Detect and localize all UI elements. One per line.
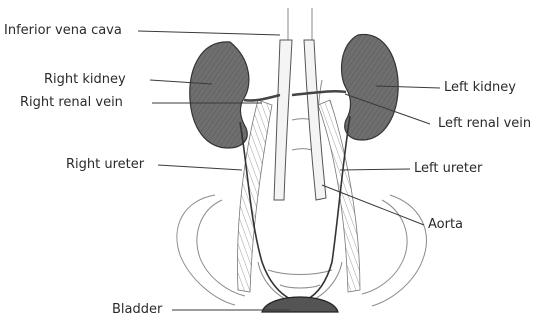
- leader-right-ureter: [158, 165, 242, 170]
- label-left-renal-vein: Left renal vein: [438, 116, 531, 132]
- label-left-ureter: Left ureter: [414, 161, 482, 177]
- right-renal-vein: [244, 95, 280, 101]
- label-right-renal-vein: Right renal vein: [20, 95, 123, 111]
- leader-left-ureter: [340, 169, 410, 170]
- label-right-kidney: Right kidney: [44, 72, 126, 88]
- label-bladder: Bladder: [112, 302, 162, 318]
- label-aorta: Aorta: [428, 217, 463, 233]
- inferior-vena-cava: [274, 40, 292, 200]
- label-right-ureter: Right ureter: [66, 157, 144, 173]
- leader-inferior-vena-cava: [138, 31, 280, 35]
- label-inferior-vena-cava: Inferior vena cava: [4, 23, 122, 39]
- label-left-kidney: Left kidney: [444, 80, 516, 96]
- left-renal-vein: [292, 91, 346, 95]
